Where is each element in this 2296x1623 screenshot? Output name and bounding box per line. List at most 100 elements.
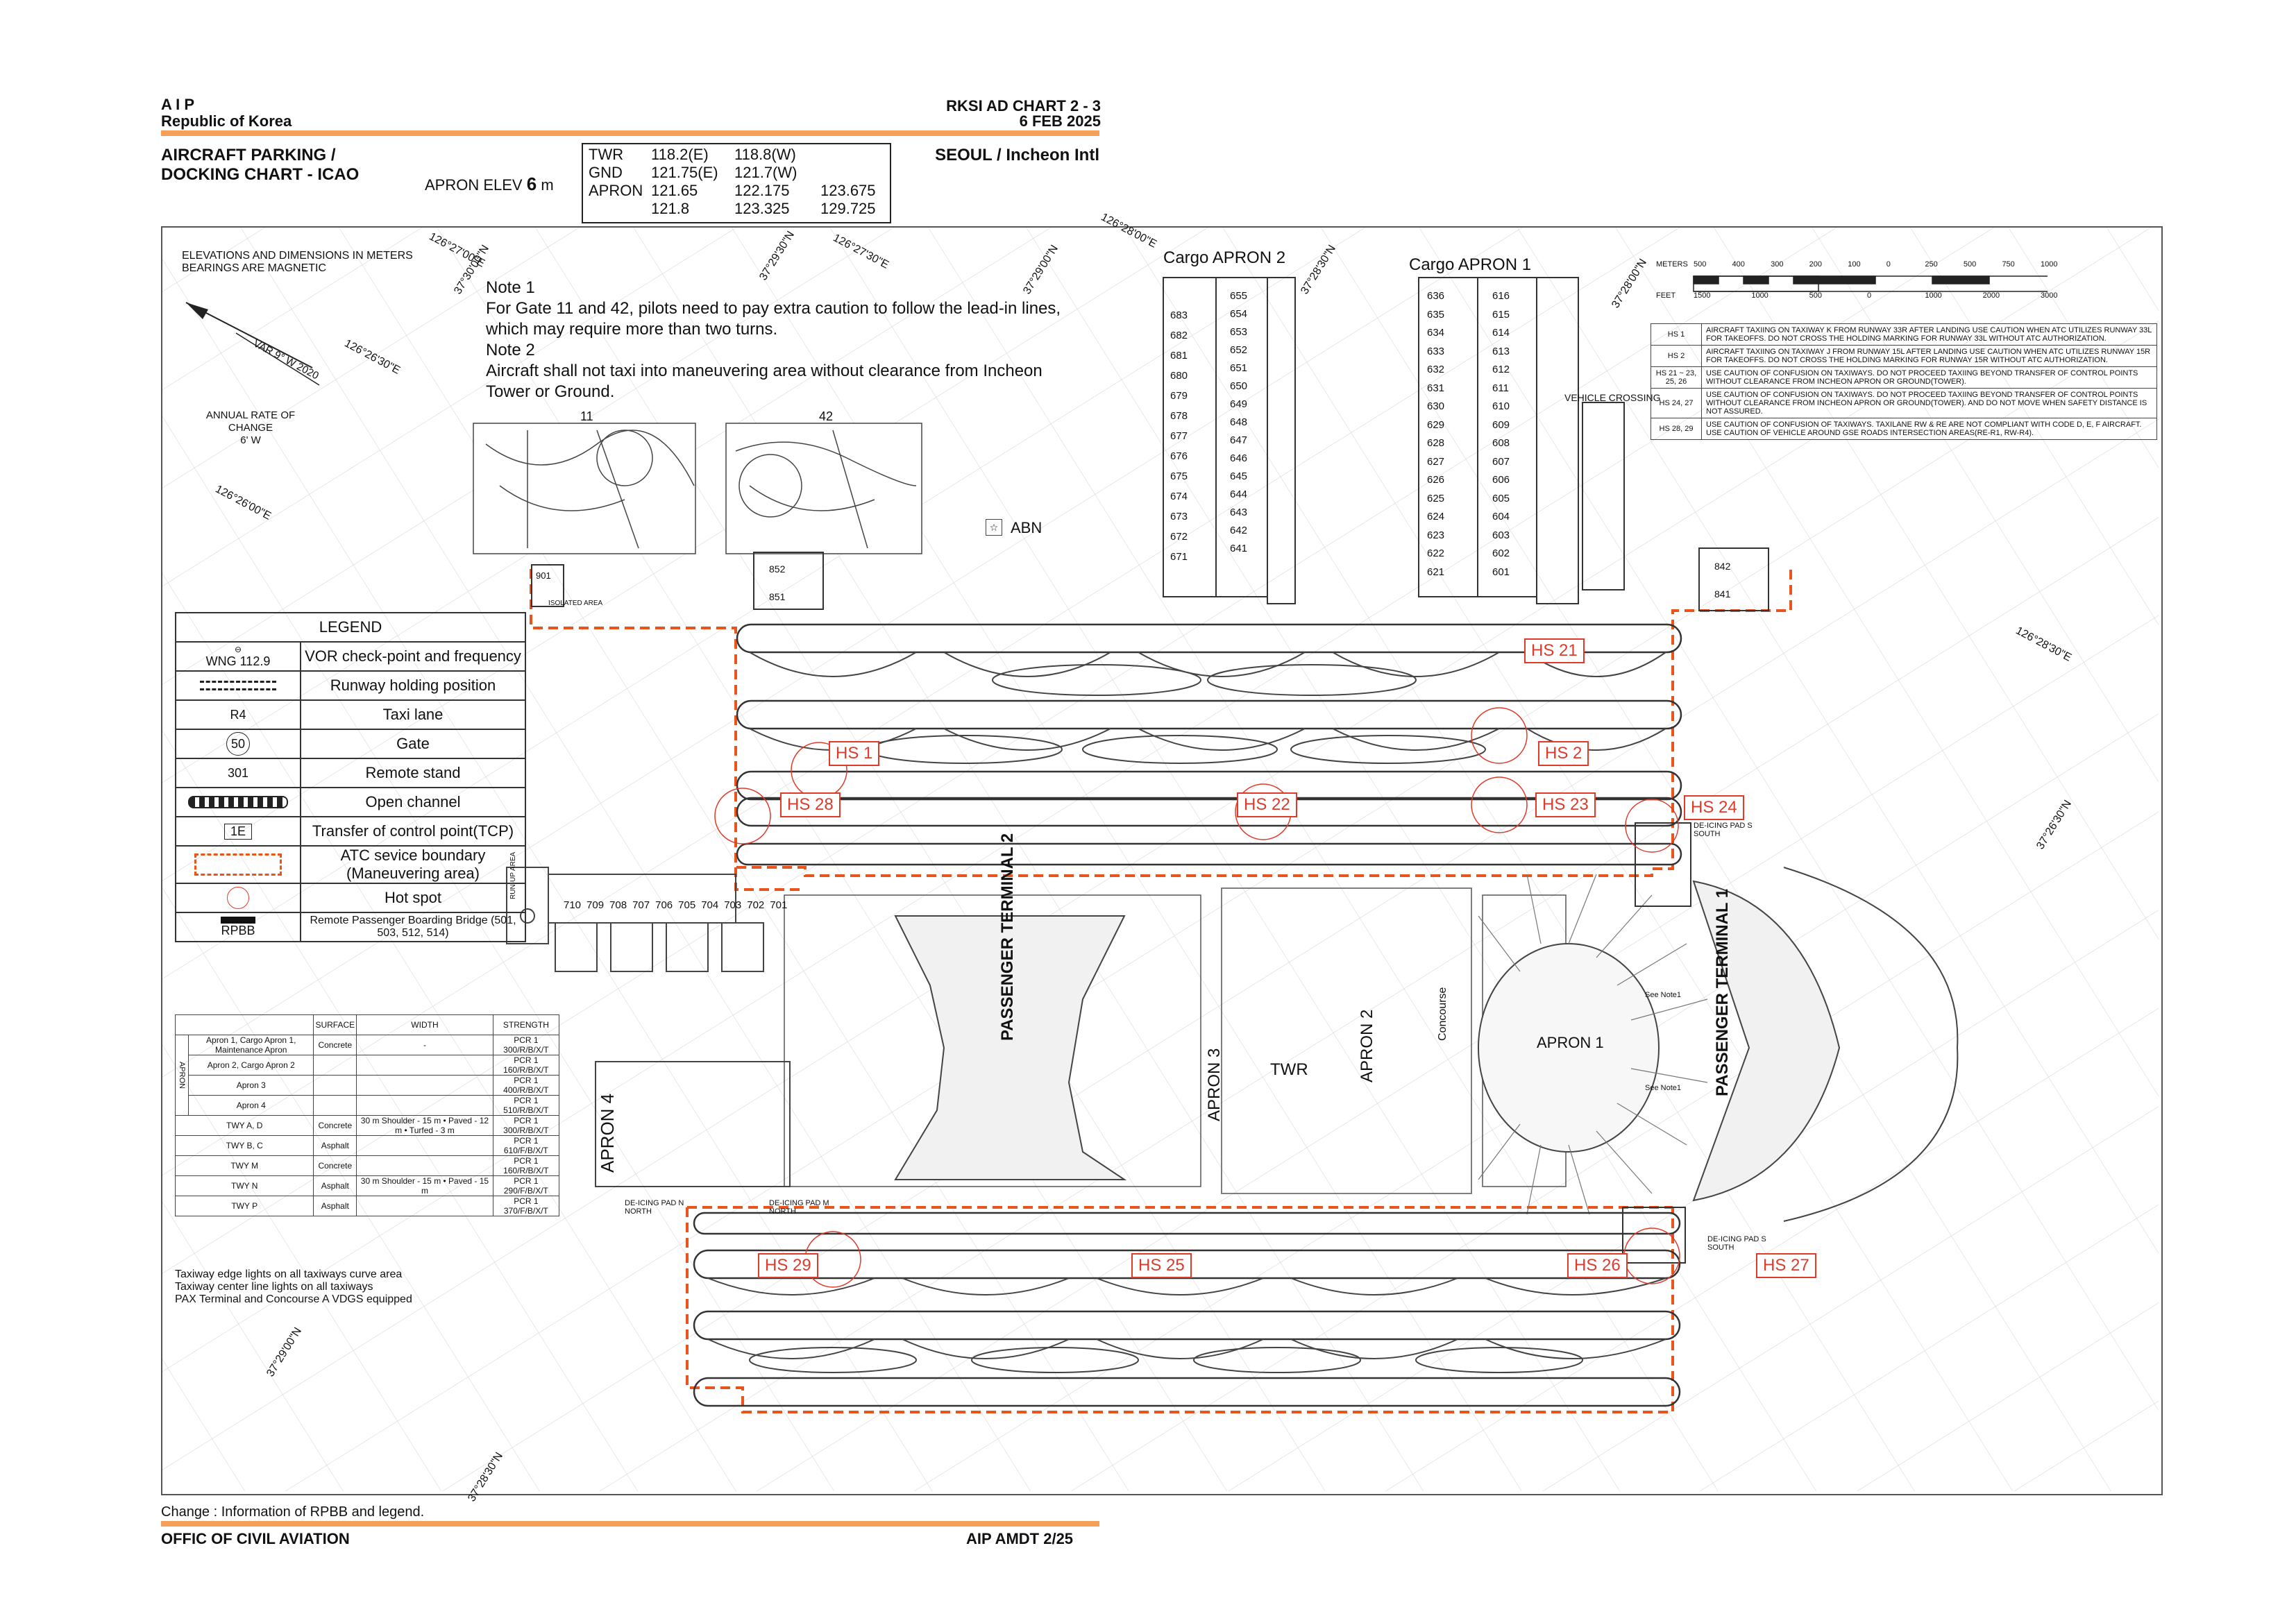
stand-number: 649 (1230, 398, 1248, 410)
legend-text: Transfer of control point(TCP) (300, 816, 526, 847)
legend-symbol-label: R4 (230, 707, 246, 722)
surface-width: 30 m Shoulder - 15 m • Paved - 12 m • Tu… (356, 1115, 493, 1136)
taxiway-links-north (749, 652, 1666, 764)
surface-surface: Asphalt (313, 1196, 357, 1216)
stand-number: 608 (1492, 437, 1510, 449)
stand-number: 624 (1427, 511, 1445, 522)
stand-number: 707 (632, 899, 650, 911)
apron-3-label: APRON 3 (1205, 1048, 1224, 1121)
notes-block: Note 1 For Gate 11 and 42, pilots need t… (486, 278, 1083, 402)
stand-number: 702 (747, 899, 765, 911)
scale-tick-label: 400 (1732, 260, 1745, 269)
surface-strength: PCR 1 300/R/B/X/T (492, 1035, 560, 1055)
stand-number: 650 (1230, 380, 1248, 392)
see-note-2: See Note1 (1645, 1084, 1681, 1092)
stand-number: 607 (1492, 455, 1510, 468)
apron-2-label: APRON 2 (1358, 1009, 1376, 1082)
legend-row: Hot spot (175, 883, 526, 913)
apron-4-area (506, 867, 791, 1187)
country-label: Republic of Korea (161, 112, 292, 130)
twr-label: TWR (1270, 1060, 1308, 1079)
stand-number: 710 (564, 899, 582, 911)
note1-text: For Gate 11 and 42, pilots need to pay e… (486, 299, 1061, 339)
surface-width (356, 1095, 493, 1116)
stand-number: 636 (1427, 290, 1445, 302)
north-arrow-icon (185, 302, 320, 386)
legend-symbol (175, 787, 301, 817)
stand-number: 680 (1170, 370, 1188, 382)
taxiway-links-south (707, 1277, 1666, 1373)
surface-name: TWY A, D (174, 1115, 314, 1136)
stand-number: 601 (1492, 566, 1510, 578)
note2-text: Aircraft shall not taxi into maneuvering… (486, 362, 1043, 401)
stand-number: 632 (1427, 364, 1445, 375)
legend-row: RPBB Remote Passenger Boarding Bridge (50… (175, 912, 526, 942)
cargo-apron-2-label: Cargo APRON 2 (1163, 248, 1286, 267)
annual-change: ANNUAL RATE OF CHANGE 6' W (205, 409, 296, 446)
stand-number: 610 (1492, 400, 1510, 412)
stand-number: 677 (1170, 430, 1188, 442)
hotspot-hs28: HS 28 (780, 792, 841, 817)
stand-number: 631 (1427, 382, 1445, 394)
stand-number: 648 (1230, 416, 1248, 428)
footer-rule (161, 1521, 1099, 1527)
stand-number: 641 (1230, 543, 1248, 554)
stand-number: 701 (770, 899, 788, 911)
scale-tick-label: 1000 (1925, 291, 1942, 300)
scale-tick-label: 500 (1694, 260, 1707, 269)
stand-number: 682 (1170, 330, 1188, 341)
deicing-south-label-ne: DE-ICING PAD S SOUTH (1694, 822, 1753, 838)
stand-number: 605 (1492, 492, 1510, 504)
stand-number: 704 (701, 899, 719, 911)
legend-text: Remote stand (300, 758, 526, 788)
legend-text: Gate (300, 729, 526, 759)
stand-number: 609 (1492, 418, 1510, 431)
surface-width (356, 1155, 493, 1176)
note2-title: Note 2 (486, 341, 535, 359)
legend-symbol (175, 883, 301, 913)
legend-text: Remote Passenger Boarding Bridge (501, 5… (300, 912, 526, 942)
chart-title-line2: DOCKING CHART - ICAO (161, 165, 360, 184)
deicing-m-north-label: DE-ICING PAD M NORTH (769, 1199, 829, 1216)
legend-symbol-label: RPBB (221, 923, 255, 937)
stand-number: 703 (724, 899, 742, 911)
hotspot-hs22: HS 22 (1237, 792, 1297, 817)
vehicle-crossing-label: VEHICLE CROSSING (1564, 392, 1661, 403)
surface-name: Apron 4 (187, 1095, 314, 1116)
surface-header: WIDTH (356, 1014, 493, 1035)
inset-gate-42 (725, 423, 922, 554)
surface-width (356, 1135, 493, 1156)
stand-number: 630 (1427, 400, 1445, 412)
abn-label: ABN (1011, 519, 1043, 536)
units-note: ELEVATIONS AND DIMENSIONS IN METERS BEAR… (182, 250, 413, 274)
frequency-box: TWR 118.2(E) 118.8(W) GND 121.75(E) 121.… (582, 143, 891, 223)
apron-group-label: APRON (175, 1035, 189, 1116)
surface-surface: Asphalt (313, 1175, 357, 1196)
legend-symbol-label: 1E (230, 824, 246, 838)
hotspot-hs27: HS 27 (1756, 1253, 1816, 1278)
scale-tick-label: 0 (1867, 291, 1872, 300)
stand-number: 654 (1230, 308, 1248, 320)
stand-number: 676 (1170, 450, 1188, 462)
surface-name: TWY P (174, 1196, 314, 1216)
scale-tick-label: 1500 (1694, 291, 1711, 300)
hotspot-note-text: USE CAUTION OF CONFUSION ON TAXIWAYS. DO… (1701, 366, 2157, 389)
stand-number: 645 (1230, 470, 1248, 482)
footer-office: OFFIC OF CIVIL AVIATION (161, 1530, 350, 1547)
hotspot-hs21: HS 21 (1524, 638, 1585, 663)
surface-surface (313, 1075, 357, 1096)
stand-number: 603 (1492, 529, 1510, 541)
apron-4-label: APRON 4 (597, 1093, 618, 1173)
stand-number: 655 (1230, 290, 1248, 302)
